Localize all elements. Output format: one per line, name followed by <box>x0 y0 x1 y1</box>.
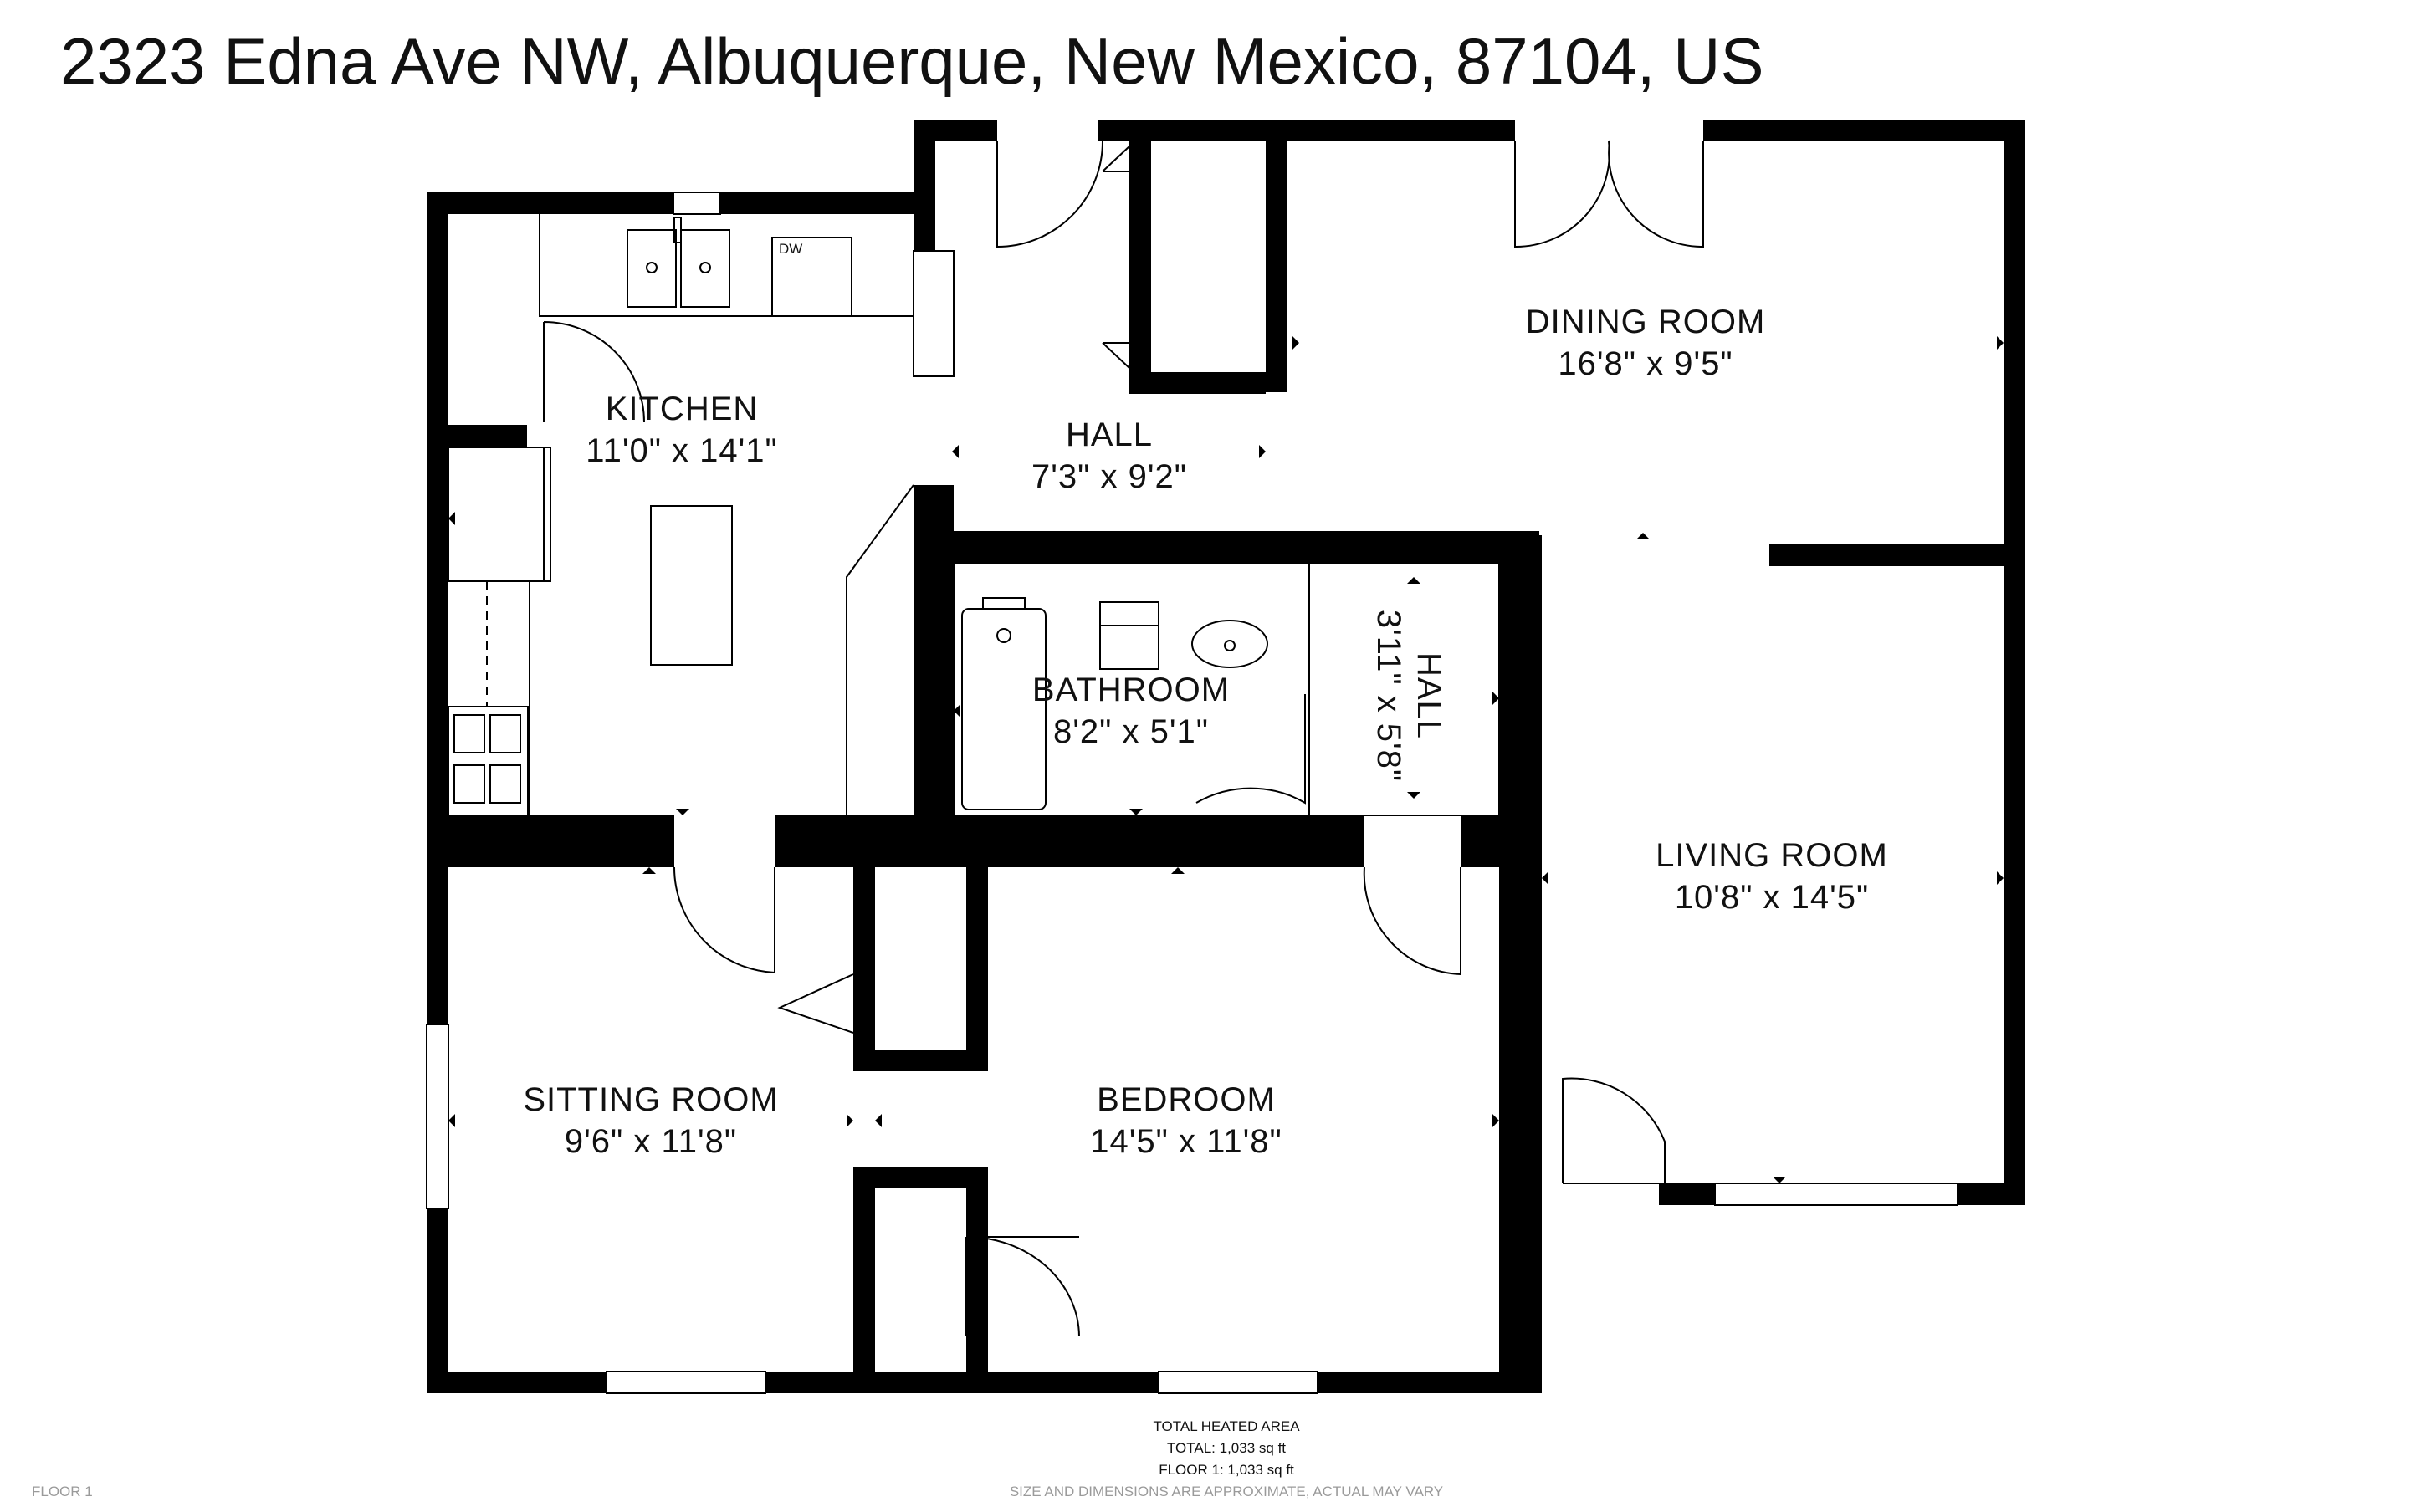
hall-small-dims: 3'11" x 5'8" <box>1370 610 1407 782</box>
floor-label: FLOOR 1 <box>32 1484 93 1499</box>
refrigerator <box>448 447 551 582</box>
sink-right-basin <box>680 229 730 308</box>
kitchen-name: KITCHEN <box>606 391 759 427</box>
dishwasher <box>771 237 852 317</box>
address-title: 2323 Edna Ave NW, Albuquerque, New Mexic… <box>60 24 1764 98</box>
sitting-room-dims: 9'6" x 11'8" <box>565 1123 737 1160</box>
kitchen-island <box>650 505 733 666</box>
bedroom-name: BEDROOM <box>1097 1081 1276 1118</box>
dining-room-dims: 16'8" x 9'5" <box>1558 345 1733 382</box>
living-room-name: LIVING ROOM <box>1656 837 1888 874</box>
sitting-room-name: SITTING ROOM <box>523 1081 778 1118</box>
kitchen-dims: 11'0" x 14'1" <box>586 432 777 469</box>
sink-left-basin <box>627 229 677 308</box>
area-total: TOTAL: 1,033 sq ft <box>1167 1440 1286 1456</box>
hall-main-name: HALL <box>1066 416 1153 453</box>
room-labels: KITCHEN 11'0" x 14'1" HALL 7'3" x 9'2" D… <box>523 304 1888 1160</box>
hall-small-label: HALL 3'11" x 5'8" <box>1370 610 1447 782</box>
stove <box>448 706 529 816</box>
dining-room-name: DINING ROOM <box>1526 304 1766 340</box>
living-room-dims: 10'8" x 14'5" <box>1675 879 1869 916</box>
bathroom-name: BATHROOM <box>1032 672 1230 708</box>
openings <box>674 120 1703 1205</box>
bathtub <box>961 608 1047 810</box>
hall-main-dims: 7'3" x 9'2" <box>1031 458 1187 495</box>
area-heading: TOTAL HEATED AREA <box>1153 1418 1300 1434</box>
kitchen-fixtures: DW <box>448 214 914 816</box>
dishwasher-label: DW <box>779 241 802 257</box>
small-hall-outline <box>1308 562 1500 816</box>
disclaimer: SIZE AND DIMENSIONS ARE APPROXIMATE, ACT… <box>1010 1484 1443 1499</box>
bedroom-dims: 14'5" x 11'8" <box>1090 1123 1282 1160</box>
hall-small-name: HALL <box>1410 652 1447 739</box>
doors <box>543 140 1704 1337</box>
bathroom-dims: 8'2" x 5'1" <box>1053 713 1209 750</box>
area-floor1: FLOOR 1: 1,033 sq ft <box>1159 1462 1294 1478</box>
windows <box>426 192 1958 1394</box>
walls <box>427 120 2025 1393</box>
toilet <box>1099 601 1159 670</box>
bathroom-sink <box>1191 620 1268 668</box>
dimension-markers <box>448 336 2004 1183</box>
